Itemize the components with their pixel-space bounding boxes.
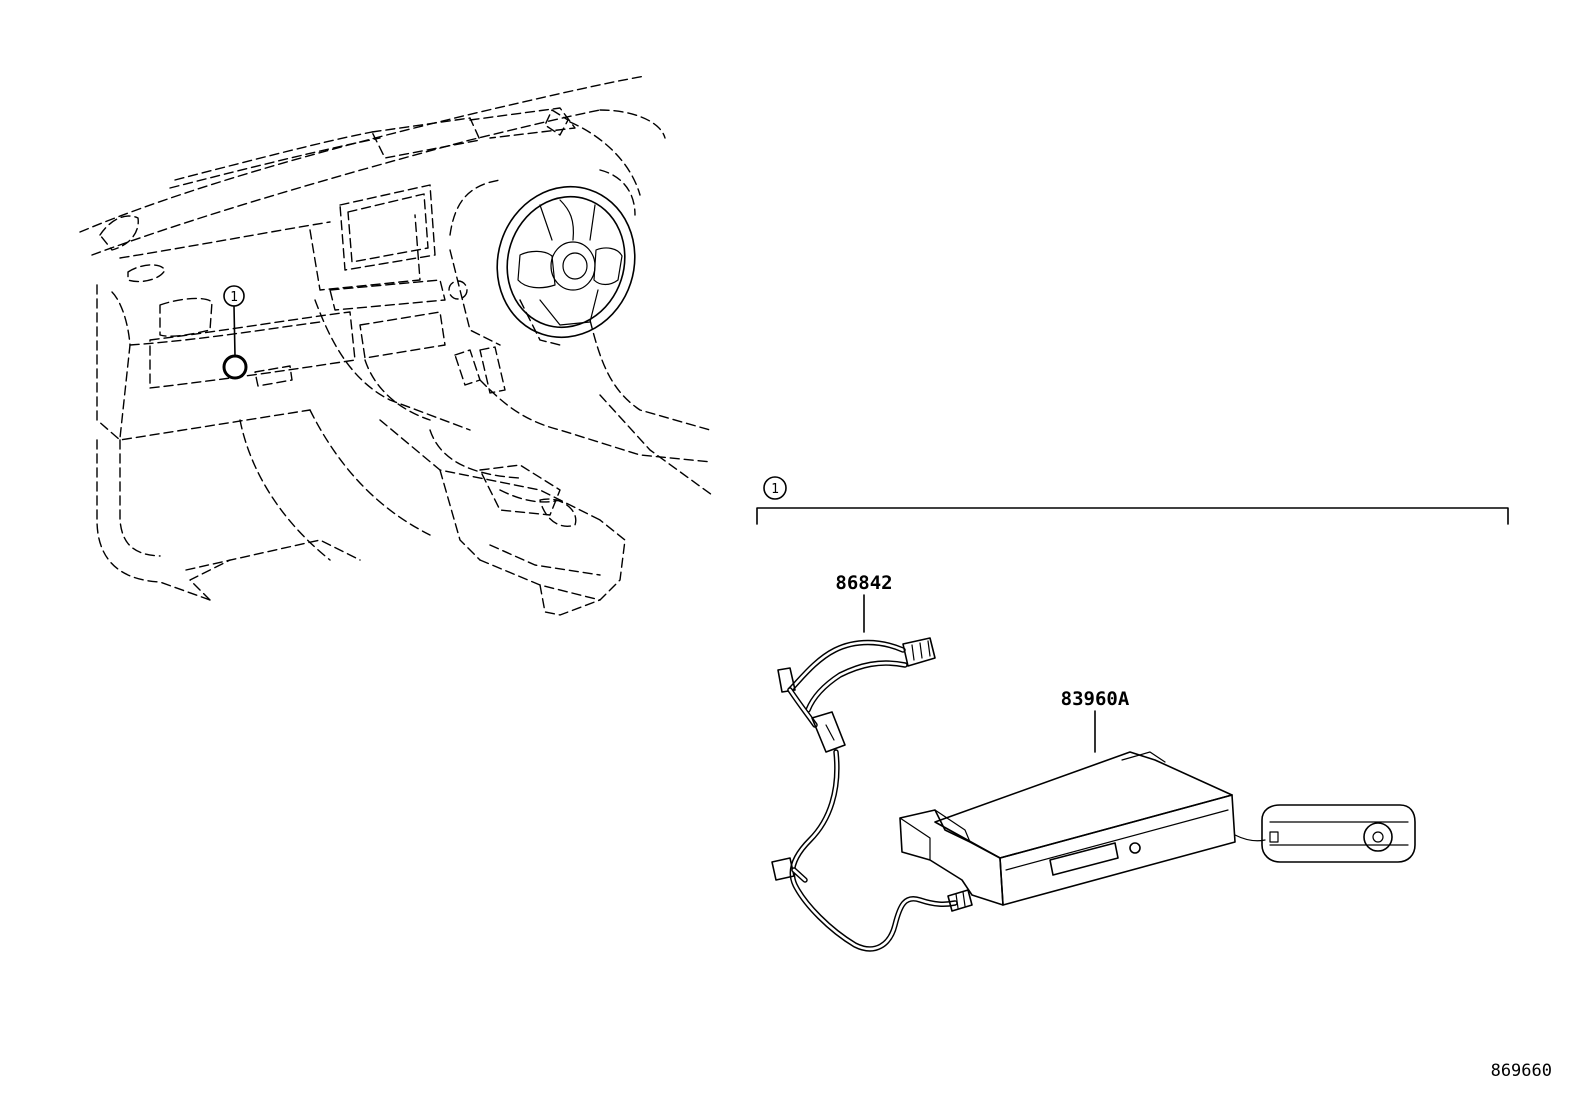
part-label-module: 83960A xyxy=(1061,688,1130,710)
microphone-unit-illustration xyxy=(1261,804,1416,863)
group-bracket: 1 xyxy=(756,476,1509,525)
module-unit-illustration xyxy=(899,751,1266,906)
wire-harness-illustration xyxy=(771,637,973,952)
figure-id: 869660 xyxy=(1491,1061,1552,1081)
location-marker-icon xyxy=(222,354,248,380)
part-label-harness: 86842 xyxy=(835,572,892,594)
dashboard-callout: 1 xyxy=(222,285,248,380)
dashboard-illustration xyxy=(79,75,713,616)
steering-wheel-illustration xyxy=(496,185,636,339)
group-number: 1 xyxy=(771,482,779,497)
dashboard-callout-number: 1 xyxy=(230,290,238,305)
